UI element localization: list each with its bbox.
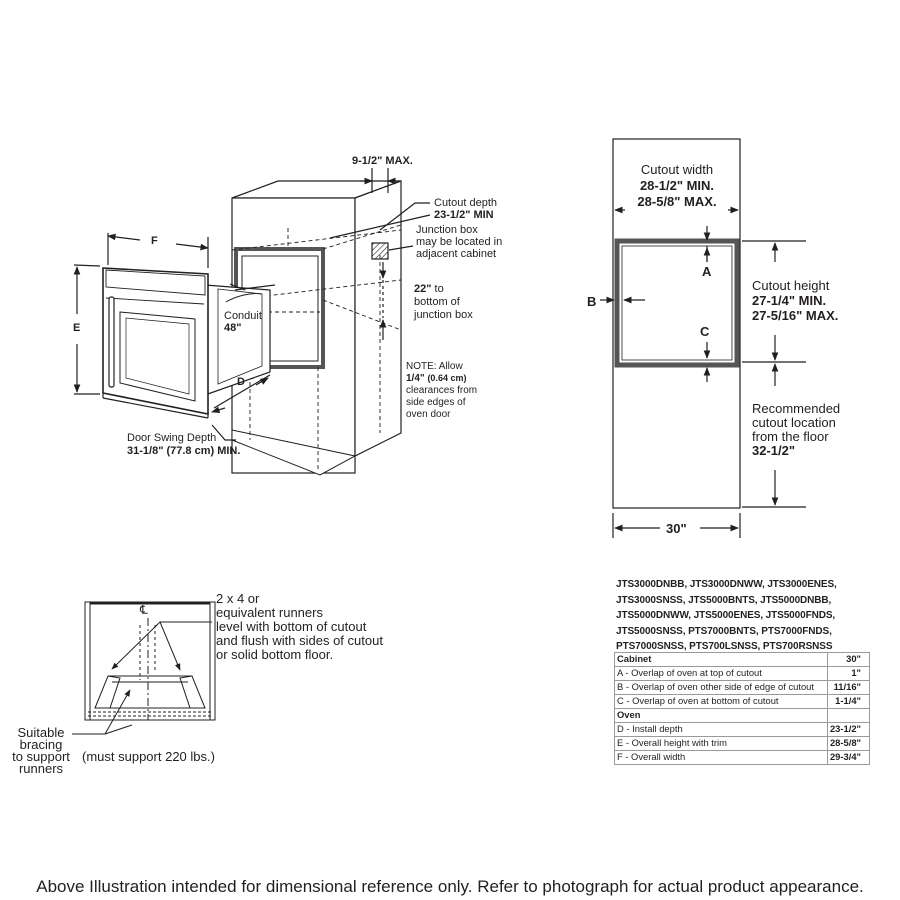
- cutout-width-label: Cutout width: [640, 162, 714, 177]
- note-cm: (0.64 cm): [427, 373, 467, 383]
- twenty-two-label: 22" to: [414, 283, 444, 296]
- cutout-width-min: 28-1/2" MIN.: [639, 178, 715, 193]
- dimension-d-label: D: [237, 376, 245, 388]
- label-c: C: [700, 324, 710, 339]
- oven-header-value: [826, 708, 871, 723]
- note-line-4: side edges of: [406, 397, 466, 408]
- note-bold: 1/4": [406, 373, 425, 384]
- twenty-two-value: 22": [414, 283, 432, 295]
- floor-value: 32-1/2": [752, 443, 796, 458]
- table-row: E - Overall height with trim 28-5/8": [614, 736, 871, 751]
- model-line: JTS3000DNBB, JTS3000DNWW, JTS3000ENES,: [616, 579, 837, 590]
- label-a: A: [702, 264, 712, 279]
- junction-box-line-3: adjacent cabinet: [416, 248, 497, 260]
- floor-line-2: cutout location: [752, 415, 836, 430]
- cutout-width-max: 28-5/8" MAX.: [637, 194, 717, 209]
- runners-text-2: equivalent runners: [216, 605, 323, 620]
- row-label: A - Overlap of oven at top of cutout: [614, 666, 828, 681]
- cutout-height-max: 27-5/16" MAX.: [752, 308, 839, 323]
- cutout-depth-value: 23-1/2" MIN: [434, 209, 494, 221]
- row-label: E - Overall height with trim: [614, 736, 828, 751]
- door-swing-label: Door Swing Depth: [127, 432, 217, 444]
- note-line-2: 1/4" (0.64 cm): [406, 372, 466, 385]
- model-line: JTS5000SNSS, PTS7000BNTS, PTS7000FNDS,: [616, 625, 832, 637]
- table-row: F - Overall width 29-3/4": [614, 750, 871, 765]
- centerline-symbol: ℄: [140, 603, 148, 617]
- bracing-line-1: Suitable: [17, 725, 65, 740]
- note-line-5: oven door: [406, 409, 451, 420]
- cutout-height-label: Cutout height: [752, 278, 830, 293]
- bracing-line-3: to support: [12, 749, 70, 764]
- row-value: 28-5/8": [826, 736, 871, 751]
- row-label: F - Overall width: [614, 750, 828, 765]
- cutout-depth-label: Cutout depth: [434, 197, 497, 209]
- table-row: A - Overlap of oven at top of cutout 1": [614, 666, 871, 681]
- twenty-two-to: to: [434, 283, 444, 295]
- runners-text-4: and flush with sides of cutout: [216, 633, 383, 648]
- row-value: 11/16": [826, 680, 871, 695]
- nine-half-max-label: 9-1/2" MAX.: [352, 155, 413, 167]
- support-note: (must support 220 lbs.): [82, 749, 215, 764]
- cabinet-header-value: 30": [826, 652, 871, 667]
- row-label: C - Overlap of oven at bottom of cutout: [614, 694, 828, 709]
- row-label: B - Overlap of oven other side of edge o…: [614, 680, 828, 695]
- twenty-two-line-3: junction box: [414, 309, 473, 321]
- runners-text-5: or solid bottom floor.: [216, 647, 334, 662]
- table-row: Oven: [614, 708, 871, 723]
- dimension-f-label: F: [151, 235, 158, 247]
- row-value: 23-1/2": [826, 722, 871, 737]
- junction-box-line-1: Junction box: [416, 224, 478, 236]
- bracing-line-2: bracing: [19, 737, 63, 752]
- oven-drawing: [73, 233, 276, 441]
- width-30-label: 30": [666, 521, 687, 536]
- table-row: B - Overlap of oven other side of edge o…: [614, 680, 871, 695]
- row-value: 29-3/4": [826, 750, 871, 765]
- runners-drawing: [72, 601, 216, 735]
- spec-table: Cabinet 30" A - Overlap of oven at top o…: [614, 652, 871, 765]
- table-row: C - Overlap of oven at bottom of cutout …: [614, 694, 871, 709]
- table-row: Cabinet 30": [614, 652, 871, 667]
- cutout-front-view: [600, 138, 806, 538]
- note-line-3: clearances from: [406, 385, 478, 396]
- door-swing-value: 31-1/8" (77.8 cm) MIN.: [127, 445, 241, 457]
- table-row: D - Install depth 23-1/2": [614, 722, 871, 737]
- model-line: PTS7000SNSS, PTS700LSNSS, PTS700RSNSS: [616, 641, 833, 653]
- cabinet-header: Cabinet: [614, 652, 828, 667]
- row-value: 1": [826, 666, 871, 681]
- model-line: JTS3000SNSS, JTS5000BNTS, JTS5000DNBB,: [616, 594, 832, 606]
- row-label: D - Install depth: [614, 722, 828, 737]
- floor-line-3: from the floor: [752, 429, 829, 444]
- oven-header: Oven: [614, 708, 828, 723]
- model-list: JTS3000DNBB, JTS3000DNWW, JTS3000ENES, J…: [616, 577, 837, 655]
- dimension-e-label: E: [73, 322, 81, 334]
- bracing-line-4: runners: [18, 761, 64, 776]
- runners-text-3: level with bottom of cutout: [216, 619, 367, 634]
- twenty-two-line-2: bottom of: [414, 296, 460, 308]
- cutout-height-min: 27-1/4" MIN.: [752, 293, 827, 308]
- floor-line-1: Recommended: [752, 401, 841, 416]
- row-value: 1-1/4": [826, 694, 871, 709]
- note-line-1: NOTE: Allow: [406, 361, 463, 372]
- label-b: B: [587, 294, 597, 309]
- conduit-label: Conduit: [224, 310, 262, 322]
- model-line: JTS5000DNWW, JTS5000ENES, JTS5000FNDS,: [616, 610, 836, 622]
- junction-box-line-2: may be located in: [416, 236, 503, 248]
- runners-text-1: 2 x 4 or: [216, 591, 260, 606]
- conduit-value: 48": [224, 322, 242, 334]
- footer-disclaimer: Above Illustration intended for dimensio…: [36, 877, 864, 896]
